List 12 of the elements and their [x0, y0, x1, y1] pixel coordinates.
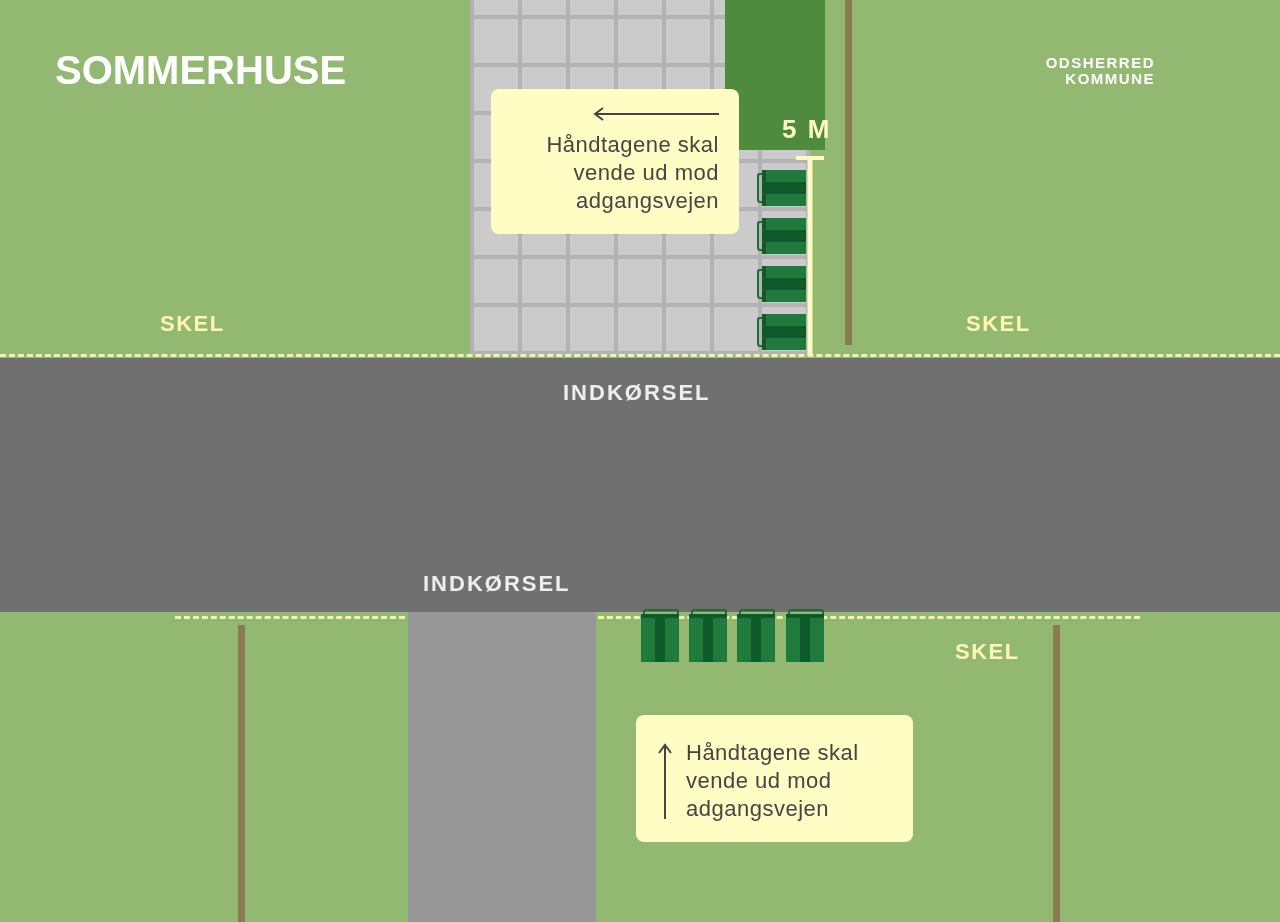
- title: SOMMERHUSE: [55, 48, 347, 93]
- driveway-label: INDKØRSEL: [423, 572, 571, 596]
- dimension-label: 5 M: [782, 116, 832, 144]
- boundary-label: SKEL: [160, 312, 225, 336]
- note-box: [636, 715, 913, 842]
- note-text: Håndtagene skal vende ud mod adgangsvejen: [545, 131, 719, 215]
- note-box: [491, 89, 739, 234]
- boundary-label: SKEL: [966, 312, 1031, 336]
- municipality-name: ODSHERRED KOMMUNE: [1044, 55, 1155, 87]
- driveway-label: INDKØRSEL: [563, 381, 711, 405]
- boundary-label: SKEL: [955, 640, 1020, 664]
- note-text: Håndtagene skal vende ud mod adgangsvejen: [686, 739, 860, 823]
